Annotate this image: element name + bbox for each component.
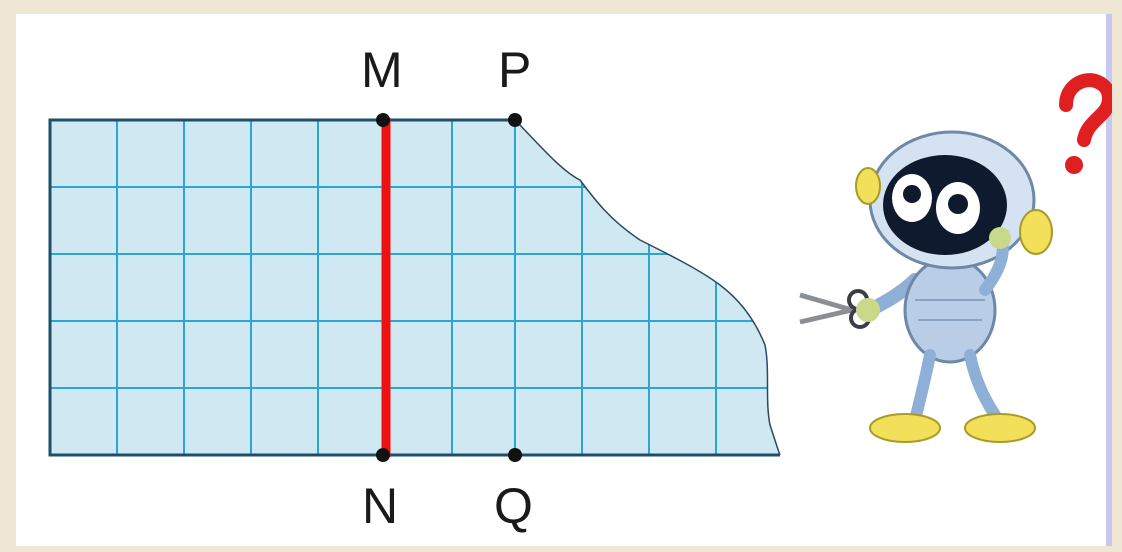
- point-m: [376, 113, 390, 127]
- label-q: Q: [494, 478, 533, 534]
- robot-with-scissors-icon: [799, 73, 1112, 443]
- frame-edge: [1106, 14, 1112, 546]
- figure-frame: M P N Q: [16, 14, 1112, 546]
- point-n: [376, 448, 390, 462]
- label-p: P: [498, 42, 532, 98]
- label-m: M: [361, 42, 403, 98]
- point-p: [508, 113, 522, 127]
- grid-diagram: [48, 73, 1112, 462]
- question-mark-icon: [1059, 73, 1112, 174]
- torn-edge: [514, 119, 781, 456]
- grid-sheet: [50, 120, 780, 455]
- sheet-border: [48, 118, 780, 457]
- label-n: N: [362, 478, 399, 534]
- point-q: [508, 448, 522, 462]
